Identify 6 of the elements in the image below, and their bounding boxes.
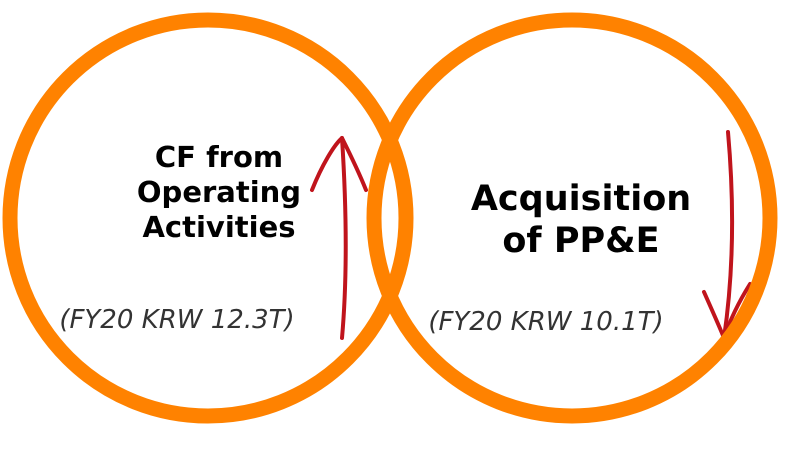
- amount-text: (FY20 KRW 12.3T): [58, 305, 296, 335]
- node-title: CF from Operating Activities: [136, 140, 302, 244]
- circle-node: [2, 12, 414, 424]
- amount-text: (FY20 KRW 10.1T): [427, 307, 665, 337]
- circle-node: [366, 12, 778, 424]
- node-title: Acquisition of PP&E: [470, 178, 692, 262]
